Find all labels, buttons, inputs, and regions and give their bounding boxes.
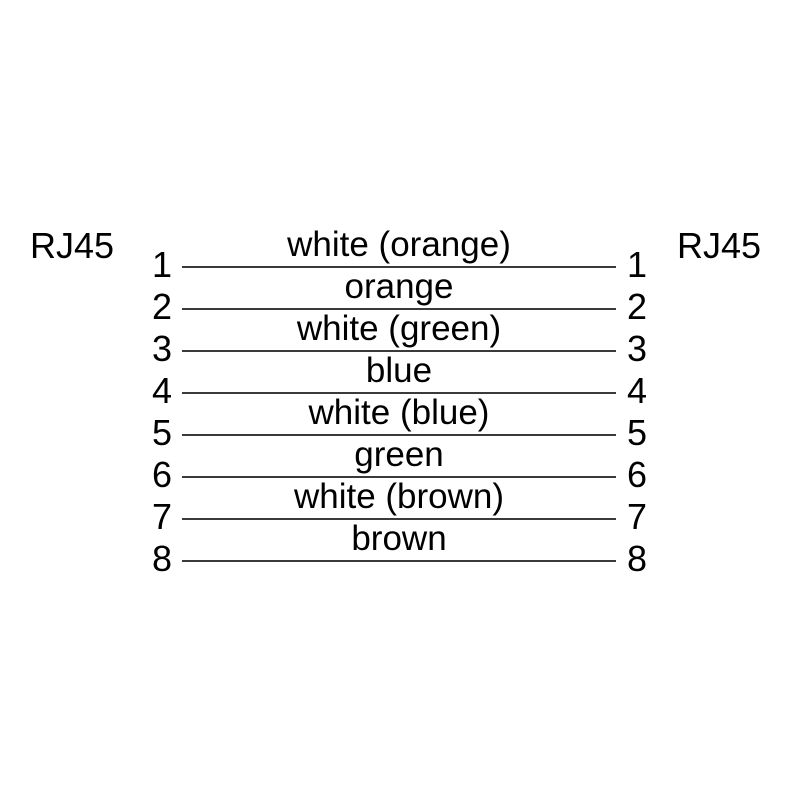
pin-number-left: 7 [151, 496, 172, 537]
wire-line [182, 434, 616, 436]
wire-color-label: blue [365, 350, 433, 390]
wire-color-label: green [354, 434, 444, 474]
wire-color-label: orange [344, 266, 454, 306]
wire-color-label: white (orange) [287, 224, 511, 264]
wire-line [182, 266, 616, 268]
connector-label-left: RJ45 [30, 225, 115, 266]
pin-number-right: 3 [627, 328, 648, 369]
pin-number-left: 1 [151, 244, 172, 285]
wire-color-label: white (green) [296, 308, 502, 348]
wire-color-label: white (brown) [293, 476, 505, 516]
pin-number-left: 3 [151, 328, 172, 369]
pin-number-right: 4 [627, 370, 648, 411]
pin-number-left: 2 [151, 286, 172, 327]
pin-number-right: 2 [627, 286, 648, 327]
pin-number-right: 1 [627, 244, 648, 285]
pin-number-left: 8 [151, 538, 172, 579]
wire-line [182, 392, 616, 394]
wire-line [182, 518, 616, 520]
pin-number-right: 6 [627, 454, 648, 495]
connector-label-right: RJ45 [677, 225, 762, 266]
pin-number-right: 5 [627, 412, 648, 453]
wire-line [182, 308, 616, 310]
pin-number-right: 7 [627, 496, 648, 537]
pin-number-left: 4 [151, 370, 172, 411]
wire-color-label: white (blue) [308, 392, 490, 432]
wire-color-label: brown [351, 518, 447, 558]
wire-line [182, 476, 616, 478]
wire-line [182, 350, 616, 352]
pin-number-left: 5 [151, 412, 172, 453]
pin-number-left: 6 [151, 454, 172, 495]
wire-line [182, 560, 616, 562]
pin-number-right: 8 [627, 538, 648, 579]
